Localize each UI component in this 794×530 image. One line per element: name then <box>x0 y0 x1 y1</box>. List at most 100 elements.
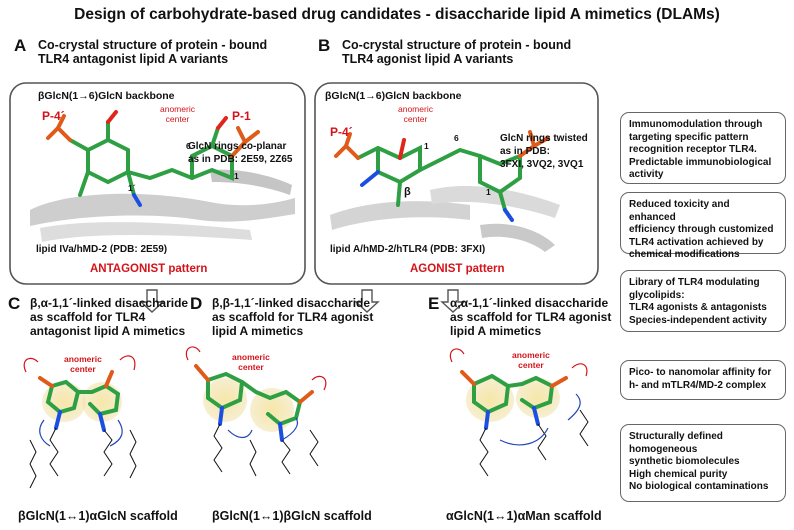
sidebar-box-library: Library of TLR4 modulating glycolipids: … <box>620 270 786 332</box>
panel-a-heading-line2: TLR4 antagonist lipid A variants <box>38 52 229 66</box>
sidebar-box-affinity: Pico- to nanomolar affinity for h- and m… <box>620 360 786 400</box>
panel-a-backbone-label: βGlcN(1→6)GlcN backbone <box>38 90 175 102</box>
panel-b-letter: B <box>318 36 331 55</box>
panel-d-letter: D <box>190 294 203 313</box>
panel-e-caption: αGlcN(1↔1)αMan scaffold <box>446 509 602 523</box>
panel-b-anomeric-label: anomeric center <box>398 104 433 124</box>
panel-b-heading-line1: Co-crystal structure of protein - bound <box>342 38 572 52</box>
panel-a-anomeric-l1: anomeric <box>160 104 195 114</box>
panel-a-anomeric-label: anomeric center <box>160 104 195 124</box>
figure-title: Design of carbohydrate-based drug candid… <box>74 6 720 23</box>
sidebar-box4-line2: h- and mTLR4/MD-2 complex <box>629 379 767 391</box>
panel-b-rings-l2: as in PDB: <box>500 146 551 157</box>
panel-b-heading-line2: TLR4 agonist lipid A variants <box>342 52 514 66</box>
panel-d-anomeric-l1: anomeric <box>232 352 270 362</box>
panel-b-heading: Co-crystal structure of protein - bound … <box>342 38 571 66</box>
sidebar-box5-line5: No biological contaminations <box>629 481 769 492</box>
panel-a-num6: 6 <box>186 141 191 151</box>
panel-c-heading-line1: β,α-1,1´-linked disaccharide <box>30 296 189 310</box>
panel-c-anomeric-l1: anomeric <box>64 354 102 364</box>
panel-b-protein-ribbon <box>330 185 560 252</box>
panel-a-molecule <box>46 110 260 207</box>
panel-b-backbone-label: βGlcN(1→6)GlcN backbone <box>325 90 462 102</box>
panel-b-rings-note: GlcN rings twisted as in PDB: 3FXI, 3VQ2… <box>500 132 588 171</box>
sidebar-box2-line1: Reduced toxicity and enhanced <box>629 199 730 223</box>
sidebar-box-immunomodulation: Immunomodulation through targeting speci… <box>620 112 786 184</box>
panel-b-p4-label: P-4´ <box>330 125 353 139</box>
arrow-a-to-c <box>139 289 165 313</box>
sidebar-box5-line4: High chemical purity <box>629 468 728 480</box>
sidebar-box1-line3: recognition receptor TLR4. <box>629 144 757 155</box>
sidebar-box1-line4: Predictable immunobiological <box>629 156 772 168</box>
panel-a-rings-note: GlcN rings co-planar as in PDB: 2E59, 2Z… <box>188 140 293 166</box>
panel-e-letter: E <box>428 294 440 313</box>
panel-a-anomeric-l2: center <box>165 114 190 124</box>
panel-a-letter: A <box>14 36 27 55</box>
sidebar-box5-line3: synthetic biomolecules <box>629 456 740 467</box>
panel-b-pattern-label: AGONIST pattern <box>410 263 505 275</box>
panel-e-heading-line2: as scaffold for TLR4 agonist <box>450 310 612 324</box>
sidebar-box1-line1: Immunomodulation through <box>629 119 763 130</box>
panel-a-rings-l1: GlcN rings co-planar <box>188 141 287 152</box>
panel-a-p4-label: P-4´ <box>42 109 65 123</box>
panel-c-anomeric-l2: center <box>70 364 96 374</box>
panel-b-num1b: 1 <box>486 187 491 197</box>
panel-c-heading-line2: as scaffold for TLR4 <box>30 310 146 324</box>
panel-a-structure-label: lipid IVa/hMD-2 (PDB: 2E59) <box>36 244 168 255</box>
panel-b-molecule <box>334 130 550 222</box>
sidebar-box1-line5: activity <box>629 169 664 180</box>
panel-d-caption: βGlcN(1↔1)βGlcN scaffold <box>212 509 372 523</box>
arrow-b-to-e <box>440 289 466 313</box>
panel-a-heading: Co-crystal structure of protein - bound … <box>38 38 267 66</box>
panel-c-anomeric-label: anomeric center <box>64 354 102 374</box>
sidebar-box5-line1: Structurally defined <box>629 431 723 442</box>
sidebar-box3-line4: Species-independent activity <box>629 314 767 326</box>
panel-a-rings-l2: as in PDB: 2E59, 2Z65 <box>188 154 293 165</box>
panel-d-heading-line3: lipid A mimetics <box>212 324 304 338</box>
panel-e-structure <box>449 348 589 477</box>
down-arrows <box>139 289 466 313</box>
panel-b-rings-l3: 3FXI, 3VQ2, 3VQ1 <box>500 159 584 170</box>
panel-c-caption: βGlcN(1↔1)αGlcN scaffold <box>18 509 178 523</box>
panel-c-structure <box>23 355 137 489</box>
sidebar-box-structure: Structurally defined homogeneous synthet… <box>620 424 786 502</box>
sidebar-box3-line2: glycolipids: <box>629 289 685 301</box>
sidebar-box-toxicity: Reduced toxicity and enhanced efficiency… <box>620 192 786 260</box>
panel-b-anomeric-l2: center <box>403 114 428 124</box>
panel-d-heading-line1: β,β-1,1´-linked disaccharide <box>212 296 371 310</box>
panel-b-num6: 6 <box>454 133 459 143</box>
sidebar-box4-line1: Pico- to nanomolar affinity for <box>629 367 772 378</box>
panel-d-anomeric-label: anomeric center <box>232 352 270 372</box>
sidebar-box2-line4: chemical modifications <box>629 249 740 260</box>
sidebar-box5-line2: homogeneous <box>629 443 698 455</box>
panel-e-anomeric-label: anomeric center <box>512 350 550 370</box>
panel-b-structure-label: lipid A/hMD-2/hTLR4 (PDB: 3FXI) <box>330 244 486 255</box>
panel-e-heading-line3: lipid A mimetics <box>450 324 542 338</box>
panel-d-heading-line2: as scaffold for TLR4 agonist <box>212 310 374 324</box>
panel-b-num1: 1 <box>424 141 429 151</box>
panel-d-anomeric-l2: center <box>238 362 264 372</box>
panel-b-beta: β <box>404 186 411 198</box>
panel-a-p1-label: P-1 <box>232 109 251 123</box>
sidebar-box2-line2: efficiency through customized <box>629 224 774 235</box>
panel-c-letter: C <box>8 294 21 313</box>
panel-a-heading-line1: Co-crystal structure of protein - bound <box>38 38 268 52</box>
panel-a-num1b: 1´ <box>128 183 136 193</box>
panel-b-anomeric-l1: anomeric <box>398 104 433 114</box>
panel-c-heading: β,α-1,1´-linked disaccharide as scaffold… <box>30 296 188 338</box>
sidebar-box3-line3: TLR4 agonists & antagonists <box>629 302 767 313</box>
panel-e-anomeric-l2: center <box>518 360 544 370</box>
panel-e-heading-line1: α,α-1,1´-linked disaccharide <box>450 296 609 310</box>
panel-d-heading: β,β-1,1´-linked disaccharide as scaffold… <box>212 296 373 338</box>
panel-d-structure <box>185 346 327 477</box>
sidebar-box3-line1: Library of TLR4 modulating <box>629 277 760 288</box>
sidebar-box2-line3: TLR4 activation achieved by <box>629 236 764 248</box>
panel-a-num1: 1 <box>234 171 239 181</box>
panel-a-pattern-label: ANTAGONIST pattern <box>90 263 208 275</box>
panel-e-anomeric-l1: anomeric <box>512 350 550 360</box>
panel-e-heading: α,α-1,1´-linked disaccharide as scaffold… <box>450 296 611 338</box>
sidebar-box1-line2: targeting specific pattern <box>629 131 749 143</box>
panel-c-heading-line3: antagonist lipid A mimetics <box>30 324 186 338</box>
panel-b-rings-l1: GlcN rings twisted <box>500 133 588 144</box>
